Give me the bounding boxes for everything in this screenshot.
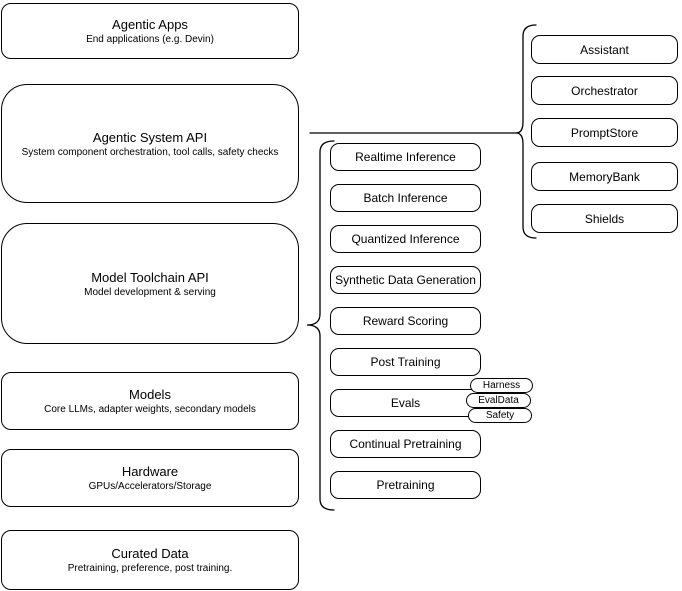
evals-tag-label: Harness (482, 380, 521, 391)
layer-subtitle: System component orchestration, tool cal… (21, 146, 279, 158)
toolchain-item-pretraining: Pretraining (330, 471, 481, 499)
layer-subtitle: Core LLMs, adapter weights, secondary mo… (44, 404, 256, 415)
component-item-label: Orchestrator (571, 83, 638, 98)
toolchain-item-realtime-inference: Realtime Inference (330, 143, 481, 171)
layer-title: Agentic System API (92, 129, 208, 145)
layer-title: Models (129, 387, 171, 402)
toolchain-item-label: Continual Pretraining (349, 437, 462, 451)
component-item-shields: Shields (531, 204, 678, 233)
layer-subtitle: Pretraining, preference, post training. (67, 563, 233, 574)
layer-subtitle: GPUs/Accelerators/Storage (88, 481, 212, 492)
toolchain-item-continual-pretraining: Continual Pretraining (330, 430, 481, 458)
component-item-assistant: Assistant (531, 35, 678, 64)
layer-subtitle: Model development & serving (84, 286, 216, 298)
toolchain-item-label: Realtime Inference (355, 150, 456, 164)
evals-tag-safety: Safety (468, 408, 532, 423)
toolchain-item-label: Post Training (370, 355, 441, 369)
evals-tag-harness: Harness (470, 378, 533, 393)
component-item-label: MemoryBank (569, 169, 640, 184)
layer-subtitle: End applications (e.g. Devin) (86, 34, 214, 45)
evals-tag-label: EvalData (478, 395, 519, 406)
layer-title: Curated Data (111, 546, 189, 561)
toolchain-item-label: Evals (390, 396, 421, 410)
toolchain-item-label: Pretraining (376, 478, 435, 492)
layer-box-agentic-system-api: Agentic System API System component orch… (1, 84, 299, 203)
layer-box-curated-data: Curated Data Pretraining, preference, po… (1, 530, 299, 590)
component-item-orchestrator: Orchestrator (531, 76, 678, 105)
evals-tag-evaldata: EvalData (466, 393, 531, 408)
toolchain-item-post-training: Post Training (330, 348, 481, 376)
toolchain-item-label: Quantized Inference (351, 232, 460, 246)
toolchain-item-label: Synthetic Data Generation (335, 273, 476, 287)
component-item-label: Assistant (580, 42, 629, 57)
layer-box-agentic-apps: Agentic Apps End applications (e.g. Devi… (1, 3, 299, 59)
toolchain-item-synthetic-data-generation: Synthetic Data Generation (330, 266, 481, 294)
toolchain-item-reward-scoring: Reward Scoring (330, 307, 481, 335)
component-item-memorybank: MemoryBank (531, 162, 678, 191)
toolchain-item-label: Batch Inference (363, 191, 448, 205)
component-item-label: PromptStore (570, 125, 639, 140)
layer-title: Agentic Apps (112, 17, 188, 32)
toolchain-item-label: Reward Scoring (362, 314, 449, 328)
layer-box-models: Models Core LLMs, adapter weights, secon… (1, 372, 299, 430)
layer-box-model-toolchain-api: Model Toolchain API Model development & … (1, 223, 299, 344)
toolchain-item-quantized-inference: Quantized Inference (330, 225, 481, 253)
evals-tag-label: Safety (485, 410, 515, 421)
layer-title: Hardware (121, 464, 179, 479)
component-item-label: Shields (584, 211, 625, 226)
component-item-promptstore: PromptStore (531, 118, 678, 147)
toolchain-item-batch-inference: Batch Inference (330, 184, 481, 212)
toolchain-item-evals: Evals (330, 389, 481, 417)
layer-title: Model Toolchain API (91, 269, 209, 285)
layer-box-hardware: Hardware GPUs/Accelerators/Storage (1, 449, 299, 507)
